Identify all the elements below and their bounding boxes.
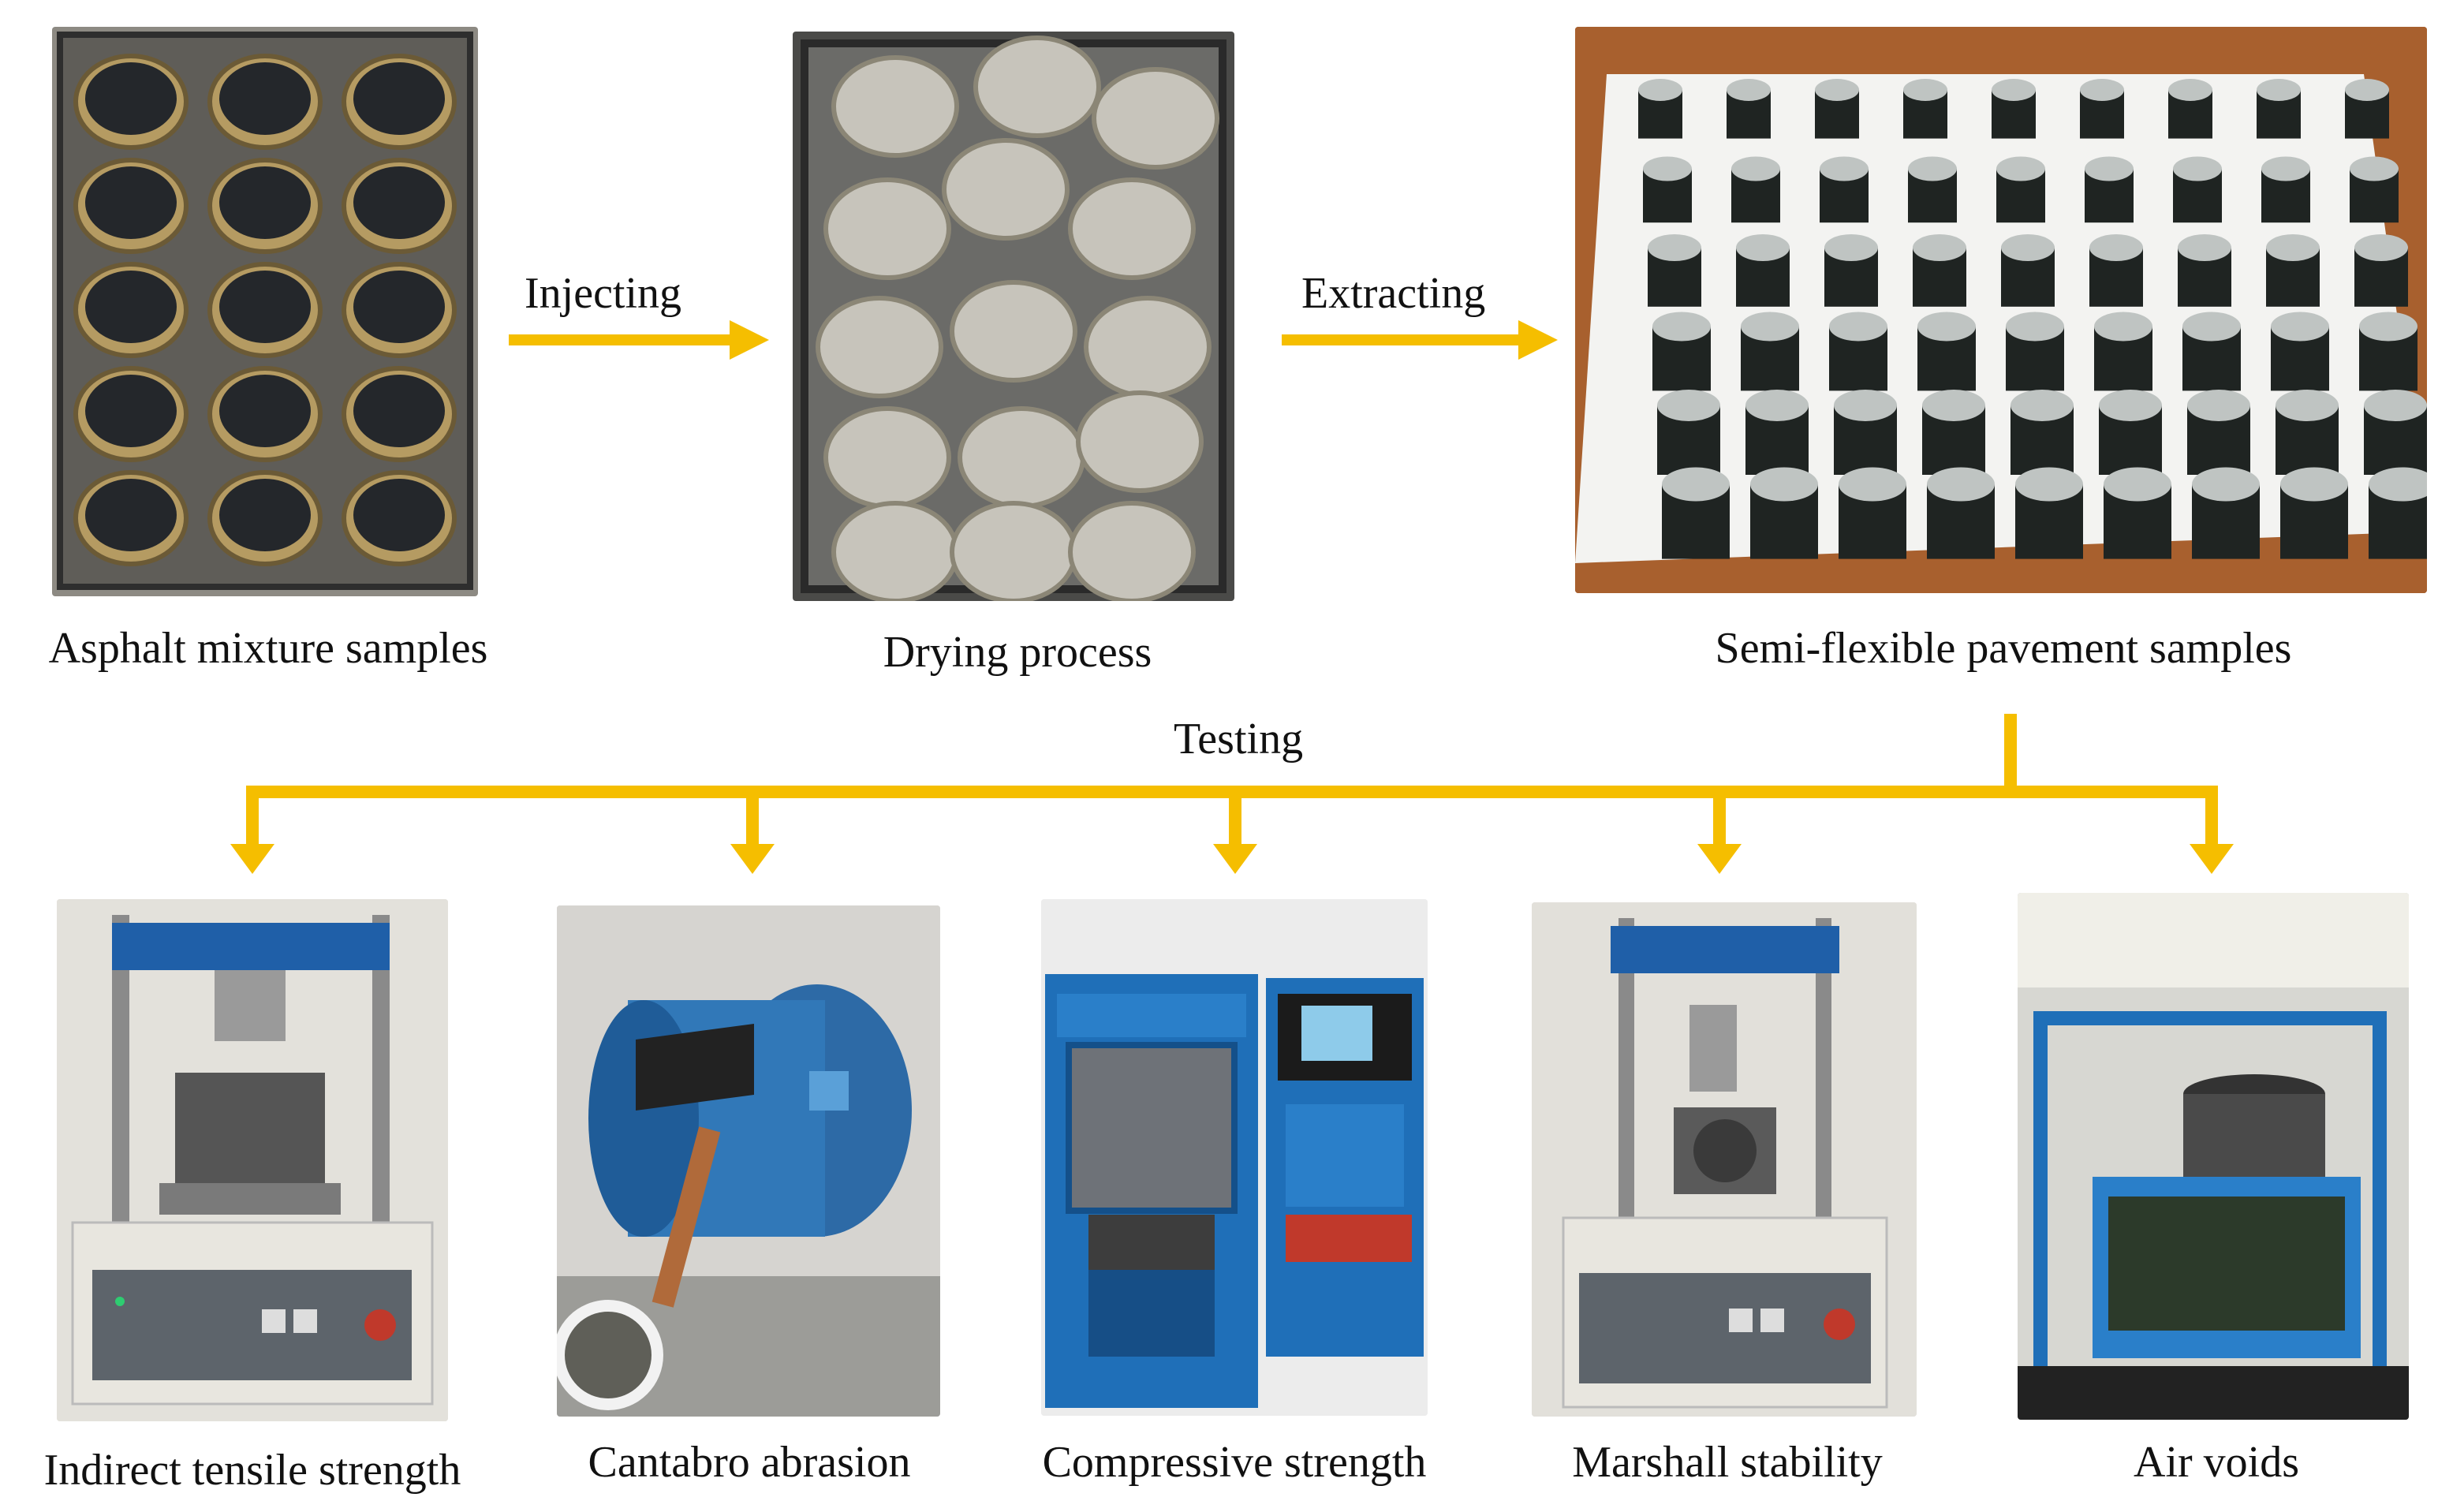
compressive-caption: Compressive strength	[1042, 1438, 1427, 1487]
semi-flexible-samples-photo	[1575, 27, 2427, 593]
drying-process-photo	[793, 32, 1234, 601]
extracting-label: Extracting	[1301, 269, 1486, 318]
air-voids-caption: Air voids	[2134, 1438, 2299, 1487]
indirect-tensile-caption: Indirect tensile strength	[43, 1446, 461, 1495]
air-voids-apparatus-photo	[2018, 893, 2409, 1420]
step-drying-caption: Drying process	[883, 628, 1152, 677]
cantabro-machine-photo	[557, 905, 940, 1417]
step-asphalt-caption: Asphalt mixture samples	[48, 624, 488, 673]
asphalt-samples-photo	[52, 27, 478, 596]
marshall-caption: Marshall stability	[1572, 1438, 1883, 1487]
indirect-tensile-machine-photo	[57, 899, 448, 1421]
step-semi-flexible-caption: Semi-flexible pavement samples	[1715, 624, 2292, 673]
injecting-label: Injecting	[525, 269, 682, 318]
compressive-machine-photo	[1041, 899, 1428, 1416]
marshall-machine-photo	[1532, 902, 1917, 1417]
testing-label: Testing	[1174, 715, 1304, 763]
cantabro-caption: Cantabro abrasion	[588, 1438, 911, 1487]
